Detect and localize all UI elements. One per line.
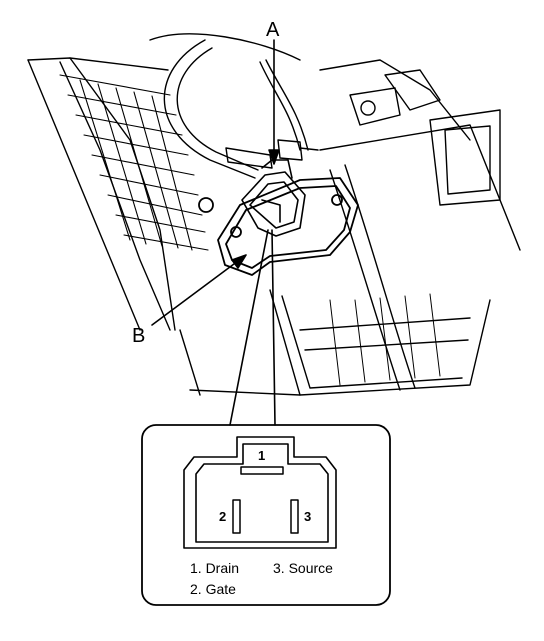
- callout-a: A: [266, 19, 280, 41]
- resistor-plate: [198, 177, 359, 276]
- connector-inset-box: [141, 424, 391, 606]
- legend-source: 3. Source: [273, 560, 333, 576]
- terminal-1: [240, 466, 284, 475]
- inset-leader: [229, 229, 276, 426]
- pin-label-2: 2: [219, 509, 227, 524]
- left-housing: [27, 33, 301, 331]
- terminal-2: [232, 499, 241, 534]
- lower-ribs: [329, 293, 441, 386]
- wire-harness: [163, 39, 319, 179]
- terminal-3: [290, 499, 299, 534]
- callout-b: B: [132, 325, 146, 347]
- legend-gate: 2. Gate: [190, 581, 236, 597]
- resistor-connector: [241, 159, 306, 237]
- pin-label-3: 3: [304, 509, 312, 524]
- leader-lines: [151, 39, 280, 326]
- lattice-panel: [59, 74, 209, 251]
- connector-face: [183, 436, 337, 549]
- right-housing: [179, 59, 521, 396]
- pin-label-1: 1: [258, 448, 266, 463]
- legend-drain: 1. Drain: [190, 560, 240, 576]
